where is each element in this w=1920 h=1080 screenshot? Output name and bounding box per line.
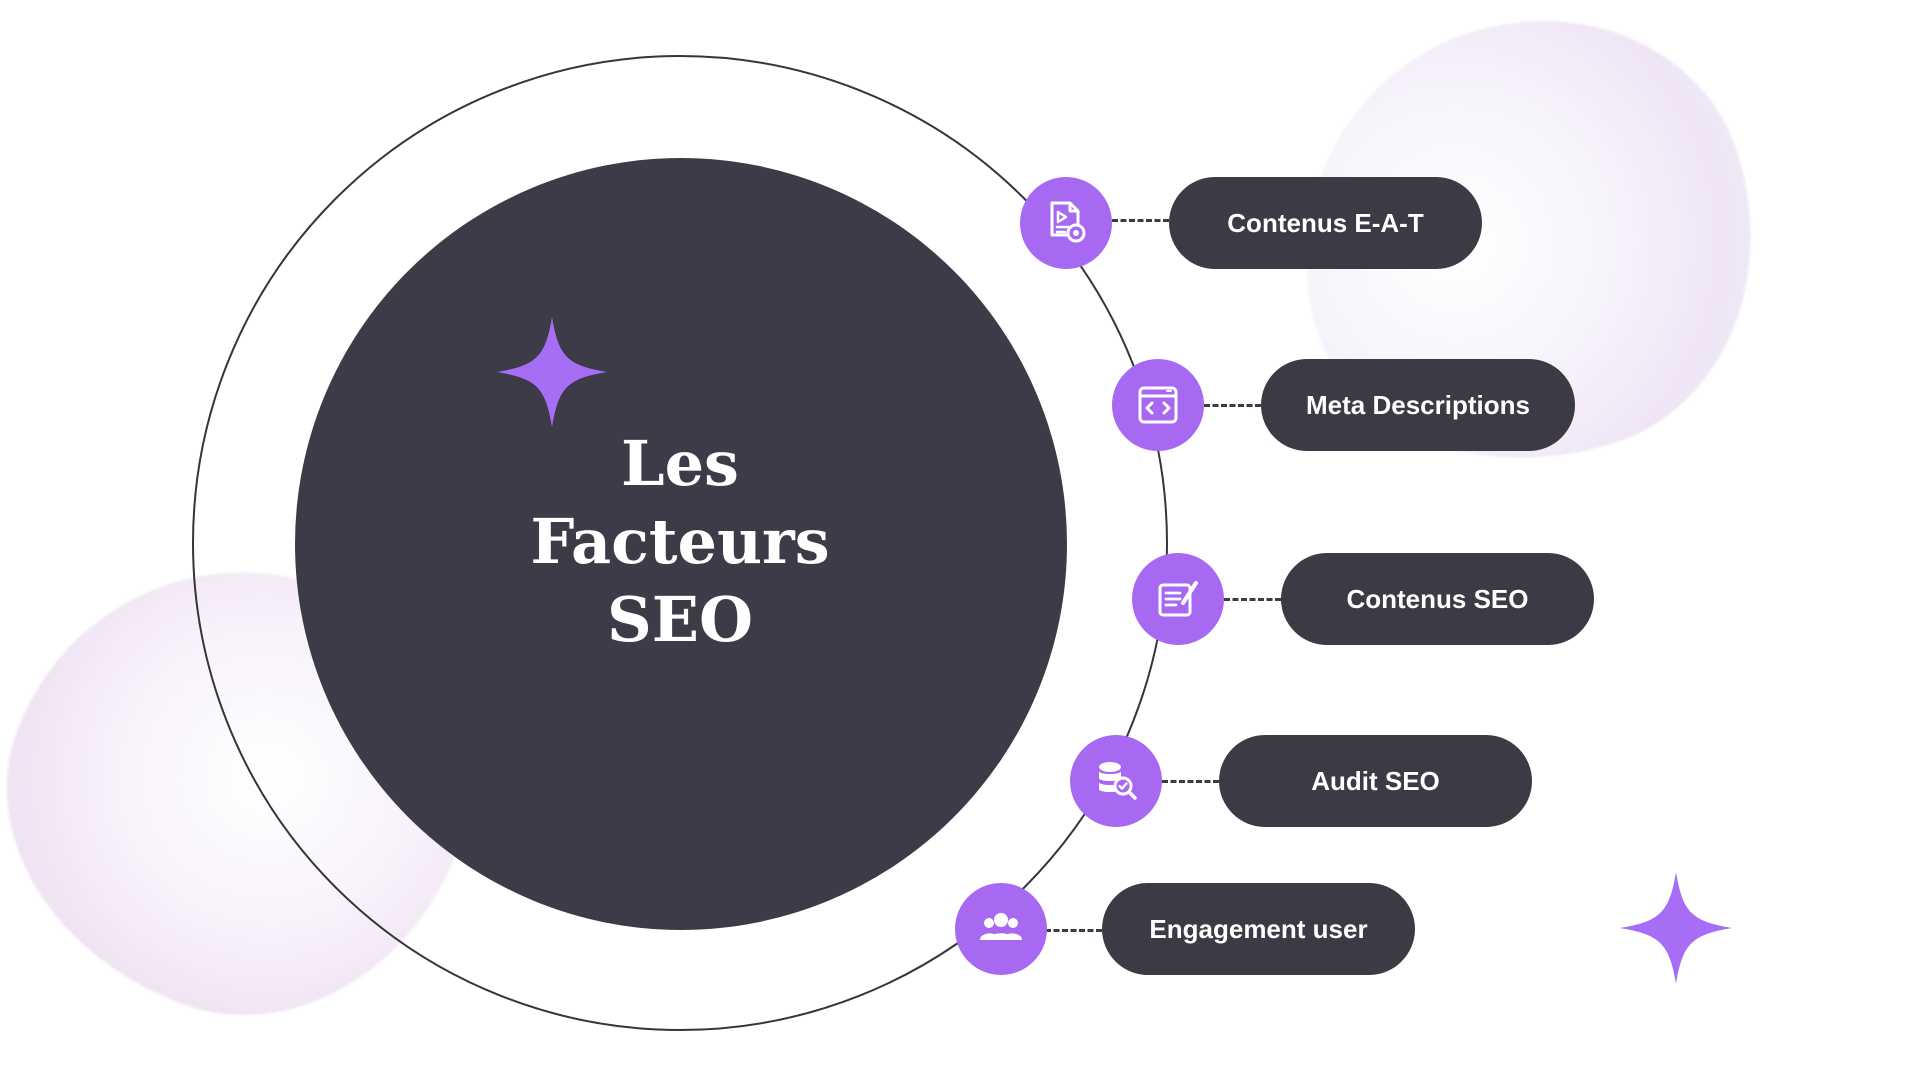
connector-2 xyxy=(1204,404,1261,407)
factor-pill-contenus-eat: Contenus E-A-T xyxy=(1169,177,1482,269)
factor-pill-engagement-user: Engagement user xyxy=(1102,883,1415,975)
factor-pill-contenus-seo: Contenus SEO xyxy=(1281,553,1594,645)
users-icon xyxy=(955,883,1047,975)
database-search-icon xyxy=(1070,735,1162,827)
outer-ring xyxy=(192,55,1168,1031)
edit-document-icon xyxy=(1132,553,1224,645)
sparkle-icon xyxy=(1620,872,1732,984)
diagram-title: Les Facteurs SEO xyxy=(530,427,830,656)
connector-1 xyxy=(1112,219,1169,222)
code-window-icon xyxy=(1112,359,1204,451)
factor-pill-meta-descriptions: Meta Descriptions xyxy=(1261,359,1575,451)
connector-4 xyxy=(1162,780,1219,783)
connector-3 xyxy=(1224,598,1281,601)
connector-5 xyxy=(1045,929,1102,932)
document-settings-icon xyxy=(1020,177,1112,269)
center-circle xyxy=(295,158,1067,930)
factor-pill-audit-seo: Audit SEO xyxy=(1219,735,1532,827)
sparkle-icon xyxy=(497,317,607,427)
